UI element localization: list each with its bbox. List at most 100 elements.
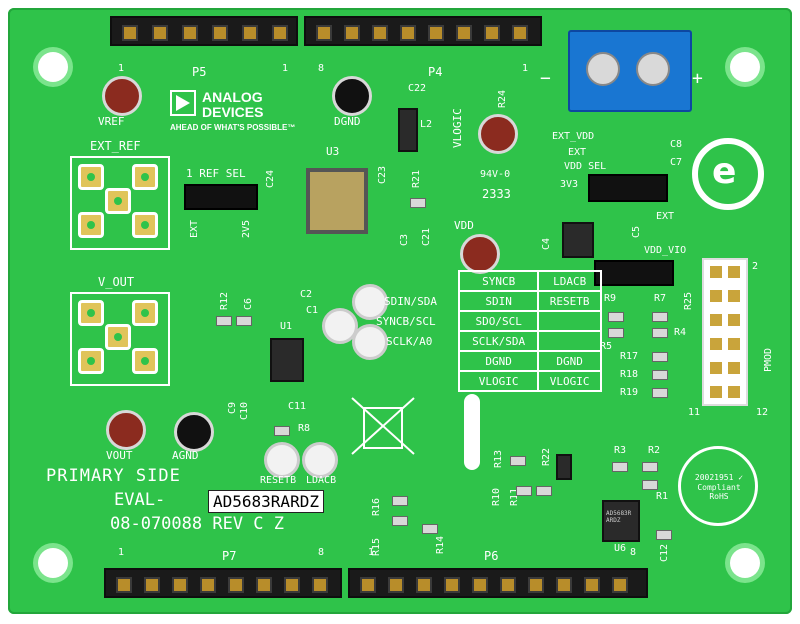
part-number-sticker: AD5683RARDZ: [208, 490, 324, 513]
pinmap-cell: LDACB: [537, 270, 602, 292]
eval-label: EVAL-: [114, 490, 166, 510]
vlogic-label: VLOGIC: [451, 108, 464, 148]
c12-capacitor: [656, 530, 672, 540]
r5-label: R5: [600, 341, 613, 352]
r7-resistor: [652, 312, 668, 322]
ext2-label: EXT: [568, 147, 587, 158]
ext-vdd-label: EXT_VDD: [552, 131, 595, 142]
r1-label: R1: [656, 491, 669, 502]
test-point-agnd: [174, 412, 214, 452]
ul-rating: 94V-0: [480, 169, 511, 180]
c23-label: C23: [377, 165, 388, 184]
vdd-sel-jumper[interactable]: [588, 174, 668, 202]
screw-right: [636, 52, 670, 86]
p4-pin-number: 8: [318, 63, 325, 74]
c8-label: C8: [670, 139, 683, 150]
ref-sel-label: 1 REF SEL: [186, 167, 246, 180]
p7-pin-1: 1: [118, 547, 125, 558]
r9-resistor: [608, 312, 624, 322]
r21-label: R21: [411, 169, 422, 188]
ext-ref-pad-1: [78, 164, 104, 190]
pmod-pin2-label: 2: [752, 261, 759, 272]
c9-label: C9: [227, 401, 238, 414]
p5-label: P5: [192, 65, 207, 79]
v-out-pad-center: [105, 324, 131, 350]
v-out-pad-2: [132, 300, 158, 326]
r12-resistor: [216, 316, 232, 326]
c11-label: C11: [288, 401, 307, 412]
p6-label: P6: [484, 549, 499, 563]
u3-label: U3: [326, 145, 340, 158]
u3-chip: [306, 168, 368, 234]
ext-ref-pad-3: [78, 212, 104, 238]
c6-capacitor: [236, 316, 252, 326]
mounting-hole-bottom-left: [38, 548, 68, 578]
c24-label: C24: [265, 169, 276, 188]
pmod-connector: [702, 258, 748, 406]
u6-chip-marking: AD5683R ARDZ: [606, 510, 632, 525]
header-p6: [348, 568, 648, 598]
sclk-a0-label: SCLK/A0: [386, 335, 433, 348]
r22-component: [556, 454, 572, 480]
r14-resistor: [422, 524, 438, 534]
r4-resistor: [652, 328, 668, 338]
r17-label: R17: [620, 351, 639, 362]
r10-resistor: [516, 486, 532, 496]
vref-label: VREF: [98, 115, 125, 128]
v-out-pad-3: [78, 348, 104, 374]
pmod-pin12-label: 12: [756, 407, 769, 418]
terminal-minus: −: [540, 68, 551, 89]
c10-label: C10: [239, 401, 250, 420]
pinmap-cell: [537, 310, 602, 332]
pmod-label: PMOD: [763, 347, 774, 372]
r7-label: R7: [654, 293, 667, 304]
r16-label: R16: [371, 497, 382, 516]
primary-side-label: PRIMARY SIDE: [46, 466, 181, 486]
r11-resistor: [536, 486, 552, 496]
3v3-label: 3V3: [560, 179, 579, 190]
l2-label: L2: [420, 119, 433, 130]
test-point-vout: [106, 410, 146, 450]
sdin-sda-label: SDIN/SDA: [384, 295, 437, 308]
v-out-label: V_OUT: [98, 275, 135, 289]
mounting-hole-top-left: [38, 52, 68, 82]
logo-line1: ANALOG: [202, 89, 263, 105]
pinmap-cell: VLOGIC: [537, 370, 602, 392]
p4-pin-number-end: 1: [522, 63, 529, 74]
ext-ref-pad-center: [105, 188, 131, 214]
r4-label: R4: [674, 327, 687, 338]
u1-label: U1: [280, 321, 293, 332]
2v5-label: 2V5: [241, 219, 252, 238]
r14-label: R14: [435, 535, 446, 554]
test-point-dgnd: [332, 76, 372, 116]
ref-sel-jumper[interactable]: [184, 184, 258, 210]
p5-pin-number-end: 1: [282, 63, 289, 74]
r19-label: R19: [620, 387, 639, 398]
vdd-vio-jumper[interactable]: [594, 260, 674, 286]
vdd-label: VDD: [454, 219, 474, 232]
c12-label: C12: [659, 543, 670, 562]
c6-label: C6: [243, 297, 254, 310]
weee-bin-icon: [348, 394, 418, 458]
revision-label: 08-070088 REV C Z: [110, 514, 284, 534]
c5-label: C5: [631, 225, 642, 238]
v-out-pad-1: [78, 300, 104, 326]
rohs-text: 20021951 ✓ Compliant RoHS: [694, 473, 744, 502]
p6-pin-1: 1: [368, 547, 375, 558]
c3-label: C3: [399, 233, 410, 246]
r13-label: R13: [493, 449, 504, 468]
pinmap-cell: SCLK/SDA: [457, 330, 540, 352]
c7-label: C7: [670, 157, 683, 168]
r15-resistor: [392, 516, 408, 526]
analog-devices-logo-icon: [170, 90, 196, 116]
pinmap-cell: [537, 330, 602, 352]
pinmap-row: SDO/SCL: [457, 310, 602, 332]
r22-label: R22: [541, 447, 552, 466]
u6-chip: AD5683R ARDZ: [602, 500, 640, 542]
v-out-outline: [70, 292, 170, 386]
r8-resistor: [274, 426, 290, 436]
syncb-scl-label: SYNCB/SCL: [376, 315, 436, 328]
test-point-sdin: [352, 284, 388, 320]
